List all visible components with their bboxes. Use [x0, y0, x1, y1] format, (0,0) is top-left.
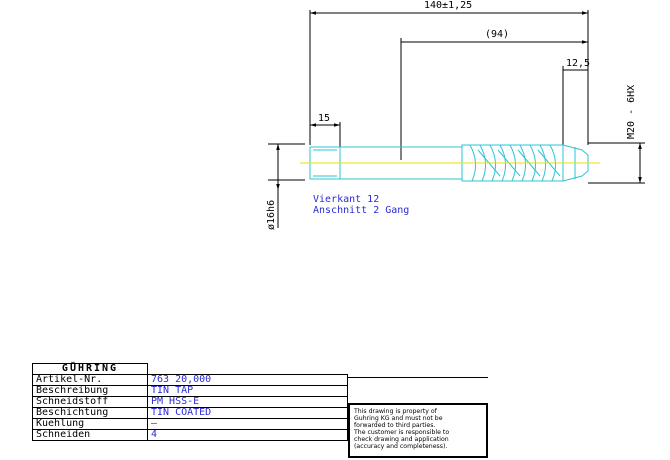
thread-size-dimension: M20 - 6HX: [626, 85, 637, 139]
disclaimer-line: forwarded to third parties.: [354, 422, 436, 429]
row-value: TIN TAP: [147, 385, 348, 397]
table-row: Schneiden 4: [32, 429, 348, 441]
row-label: Beschreibung: [32, 385, 148, 397]
table-row: Beschreibung TIN TAP: [32, 385, 348, 397]
disclaimer-line: Guhring KG and must not be: [354, 415, 443, 422]
disclaimer-line: This drawing is property of: [354, 408, 437, 415]
title-block-logo-row: GÜHRING: [32, 363, 348, 375]
disclaimer-line: The customer is responsible to: [354, 429, 450, 436]
title-block-extension-line: [348, 377, 488, 404]
row-label: Artikel-Nr.: [32, 374, 148, 386]
extension-lines: [268, 10, 645, 184]
square-length-dimension: 15: [318, 113, 330, 124]
row-value: –: [147, 418, 348, 430]
row-label: Schneidstoff: [32, 396, 148, 408]
dimension-lines: [276, 11, 642, 228]
table-row: Beschichtung TIN COATED: [32, 407, 348, 419]
shank-diameter-dimension: ø16h6: [266, 200, 277, 230]
title-block: GÜHRING Artikel-Nr. 763 20,000 Beschreib…: [32, 363, 348, 441]
disclaimer-line: check drawing and application: [354, 436, 449, 443]
chamfer-length-dimension: 12,5: [566, 58, 590, 69]
note-chamfer: Anschnitt 2 Gang: [313, 205, 409, 216]
note-square: Vierkant 12: [313, 194, 379, 205]
title-block-blank: [147, 363, 348, 375]
table-row: Artikel-Nr. 763 20,000: [32, 374, 348, 386]
thread-length-dimension: (94): [485, 29, 509, 40]
row-label: Kuehlung: [32, 418, 148, 430]
row-value: PM HSS-E: [147, 396, 348, 408]
row-value: TIN COATED: [147, 407, 348, 419]
row-label: Beschichtung: [32, 407, 148, 419]
row-value: 763 20,000: [147, 374, 348, 386]
overall-length-dimension: 140±1,25: [424, 0, 472, 11]
row-value: 4: [147, 429, 348, 441]
disclaimer-box: This drawing is property of Guhring KG a…: [348, 403, 488, 458]
row-label: Schneiden: [32, 429, 148, 441]
table-row: Schneidstoff PM HSS-E: [32, 396, 348, 408]
table-row: Kuehlung –: [32, 418, 348, 430]
disclaimer-line: (accuracy and completeness).: [354, 443, 448, 450]
company-logo: GÜHRING: [32, 363, 148, 375]
